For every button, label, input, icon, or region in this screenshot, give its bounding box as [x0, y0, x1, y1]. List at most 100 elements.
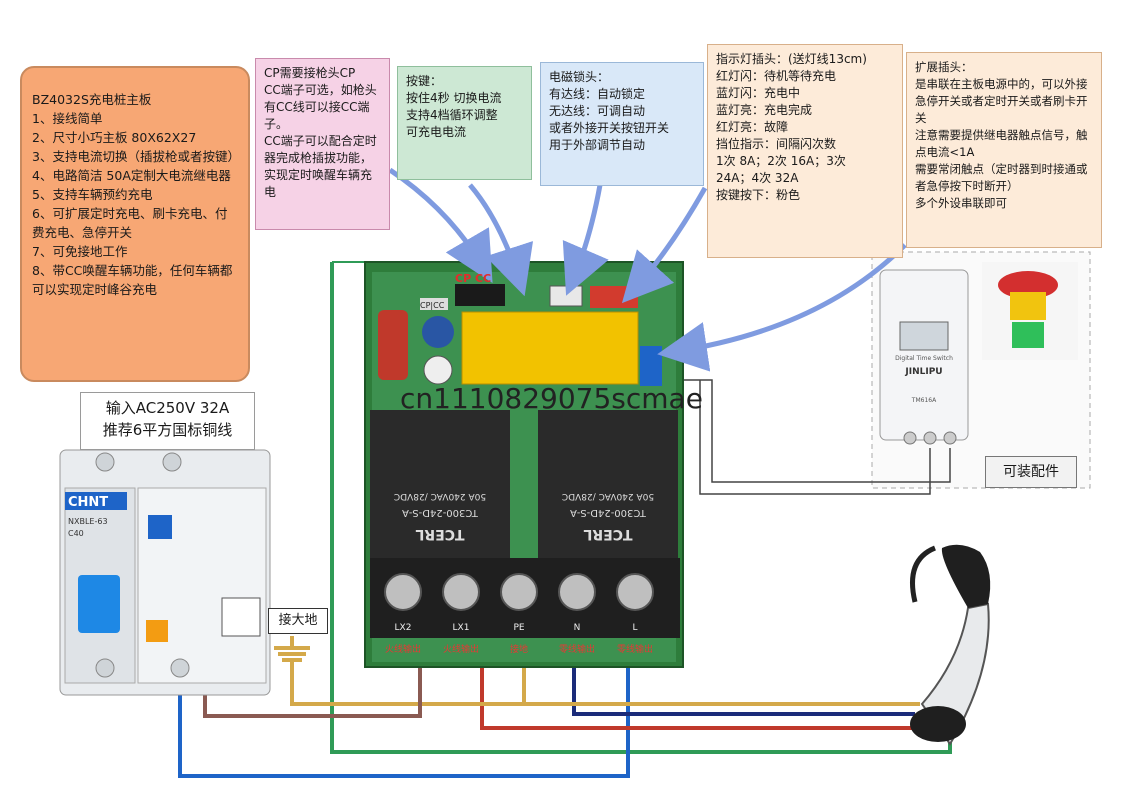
note-line: BZ4032S充电桩主板: [32, 92, 152, 107]
emergency-stop-button: [982, 262, 1078, 360]
note-line: 1、接线简单: [32, 111, 103, 126]
board-cp-label: CP CC: [455, 272, 491, 285]
lock-note: 电磁锁头： 有达线：自动锁定无达线：可调自动或者外接开关按钮开关用于外部调节自动: [540, 62, 704, 186]
accessory-label: 可装配件: [985, 456, 1077, 488]
terminal-function-label: 接地: [510, 643, 528, 655]
relay-right: [538, 410, 678, 558]
note-line: 按键按下：粉色: [716, 188, 801, 202]
note-line: 8、带CC唤醒车辆功能，任何车辆都可以实现定时峰谷充电: [32, 263, 233, 297]
terminal-label: LX1: [453, 623, 470, 633]
indicator-connector: [590, 286, 638, 308]
cp-cc-connector: [455, 284, 505, 306]
relay-left: [370, 410, 510, 558]
note-line: 5、支持车辆预约充电: [32, 187, 153, 202]
terminal-function-label: 火线输出: [385, 643, 421, 655]
input-note-line1: 输入AC250V 32A: [105, 399, 230, 417]
terminal-function-label: 零线输出: [559, 643, 595, 655]
note-line: 3、支持电流切换（插拔枪或者按键）: [32, 149, 240, 164]
note-line: 支持4档循环调整: [406, 108, 498, 122]
breaker-blue-toggle: [78, 575, 120, 633]
note-line: 有达线：自动锁定: [549, 87, 646, 101]
note-line: 2、尺寸小巧主板 80X62X27: [32, 130, 197, 145]
note-line: 1次 8A；2次 16A；3次: [716, 154, 846, 168]
transformer: [461, 311, 639, 385]
note-line: 6、可扩展定时充电、刷卡充电、付费充电、急停开关: [32, 206, 228, 240]
note-line: 是串联在主板电源中的，可以外接急停开关或者定时开关或者刷卡开关: [915, 77, 1088, 125]
features-note: BZ4032S充电桩主板 1、接线简单 2、尺寸小巧主板 80X62X27 3、支持电…: [20, 66, 250, 382]
watermark: cn1110829075scmae: [400, 382, 703, 415]
note-line: 用于外部调节自动: [549, 138, 646, 152]
terminal-label: LX2: [395, 623, 412, 633]
timer-caption: Digital Time Switch: [895, 355, 953, 362]
button-note: 按键： 按住4秒 切换电流支持4档循环调整可充电电流: [397, 66, 532, 180]
relay-right-rating: 50A 240VAC /28VDC: [562, 491, 654, 501]
terminal-label: PE: [513, 623, 524, 633]
breaker-brand: CHNT: [68, 495, 108, 510]
extension-note: 扩展插头：是串联在主板电源中的，可以外接急停开关或者定时开关或者刷卡开关注意需要…: [906, 52, 1102, 248]
note-line: 无达线：可调自动: [549, 104, 646, 118]
note-line: 多个外设串联即可: [915, 196, 1007, 210]
relay-right-brand: TCERL: [583, 526, 632, 542]
ev-charging-plug: [910, 544, 991, 746]
terminal-label: N: [574, 623, 581, 633]
note-line: 24A；4次 32A: [716, 171, 799, 185]
relay-left-brand: TCERL: [415, 526, 464, 542]
timer-brand: JINLIPU: [904, 367, 942, 377]
arrow-lock: [562, 184, 609, 296]
note-line: 4、电路简洁 50A定制大电流继电器: [32, 168, 231, 183]
note-line: 需要常闭触点（定时器到时接通或者急停按下时断开）: [915, 162, 1088, 193]
board-connector-label: CP|CC: [420, 301, 445, 310]
cp-note: CP需要接枪头CP CC端子可选，如枪头有CC线可以接CC端子。CC端子可以配合定…: [255, 58, 390, 230]
note-line: 扩展插头：: [915, 60, 973, 74]
note-line: CP需要接枪头CP: [264, 66, 356, 80]
wire-navy: [572, 665, 915, 716]
terminal-screws: [384, 573, 654, 611]
relay-left-rating: 50A 240VAC /28VDC: [394, 491, 486, 501]
arrow-button: [468, 183, 534, 297]
note-line: 挡位指示：间隔闪次数: [716, 137, 837, 151]
terminal-function-label: 零线输出: [617, 643, 653, 655]
arrow-ext: [657, 243, 907, 372]
note-line: 或者外接开关按钮开关: [549, 121, 670, 135]
note-line: 红灯闪：待机等待充电: [716, 69, 837, 83]
wire-timer-2: [675, 379, 951, 483]
note-line: 蓝灯闪：充电中: [716, 86, 801, 100]
wire-live: [290, 658, 920, 706]
digital-timer: [879, 269, 969, 445]
circuit-breaker: [59, 449, 271, 696]
input-note-line2: 推荐6平方国标铜线: [102, 421, 233, 439]
note-line: 指示灯插头：(送灯线13cm): [716, 52, 867, 66]
input-note: 输入AC250V 32A 推荐6平方国标铜线: [80, 392, 255, 450]
capacitor-red: [378, 310, 408, 380]
indicator-note: 指示灯插头：(送灯线13cm) 红灯闪：待机等待充电蓝灯闪：充电中蓝灯亮：充电完成…: [707, 44, 903, 258]
relay-right-model: TC300-24D-S-A: [570, 507, 647, 518]
terminal-label: L: [632, 623, 637, 633]
lock-connector: [549, 285, 583, 307]
note-line: CC端子可选，如枪头有CC线可以接CC端子。: [264, 83, 377, 131]
note-line: 按键：: [406, 74, 443, 88]
breaker-model: NXBLE-63: [68, 517, 108, 526]
wire-ground: [203, 665, 422, 718]
note-line: 可充电电流: [406, 125, 467, 139]
note-line: 7、可免接地工作: [32, 244, 128, 259]
terminal-function-label: 火线输出: [443, 643, 479, 655]
wire-red: [480, 665, 920, 730]
breaker-test-button: [146, 620, 168, 642]
charger-mainboard: [364, 261, 684, 668]
wire-timer: [699, 380, 931, 495]
pointer-arrows: [388, 167, 907, 372]
note-line: 电磁锁头：: [549, 70, 610, 84]
note-line: CC端子可以配合定时器完成枪插拔功能，实现定时唤醒车辆充电: [264, 134, 377, 199]
ground-label: 接大地: [268, 608, 328, 634]
relay-left-model: TC300-24D-S-A: [402, 507, 479, 518]
note-line: 蓝灯亮：充电完成: [716, 103, 813, 117]
note-line: 按住4秒 切换电流: [406, 91, 502, 105]
timer-model: TM616A: [911, 397, 937, 404]
note-line: 红灯亮：故障: [716, 120, 789, 134]
arrow-indicator: [621, 186, 708, 304]
wire-blue: [178, 665, 630, 778]
ext-terminal: [640, 346, 662, 386]
terminal-labels: LX2 火线输出 LX1 火线输出 PE 接地 N 零线输出 L 零线输出: [385, 623, 653, 655]
breaker-rating: C40: [68, 529, 84, 538]
